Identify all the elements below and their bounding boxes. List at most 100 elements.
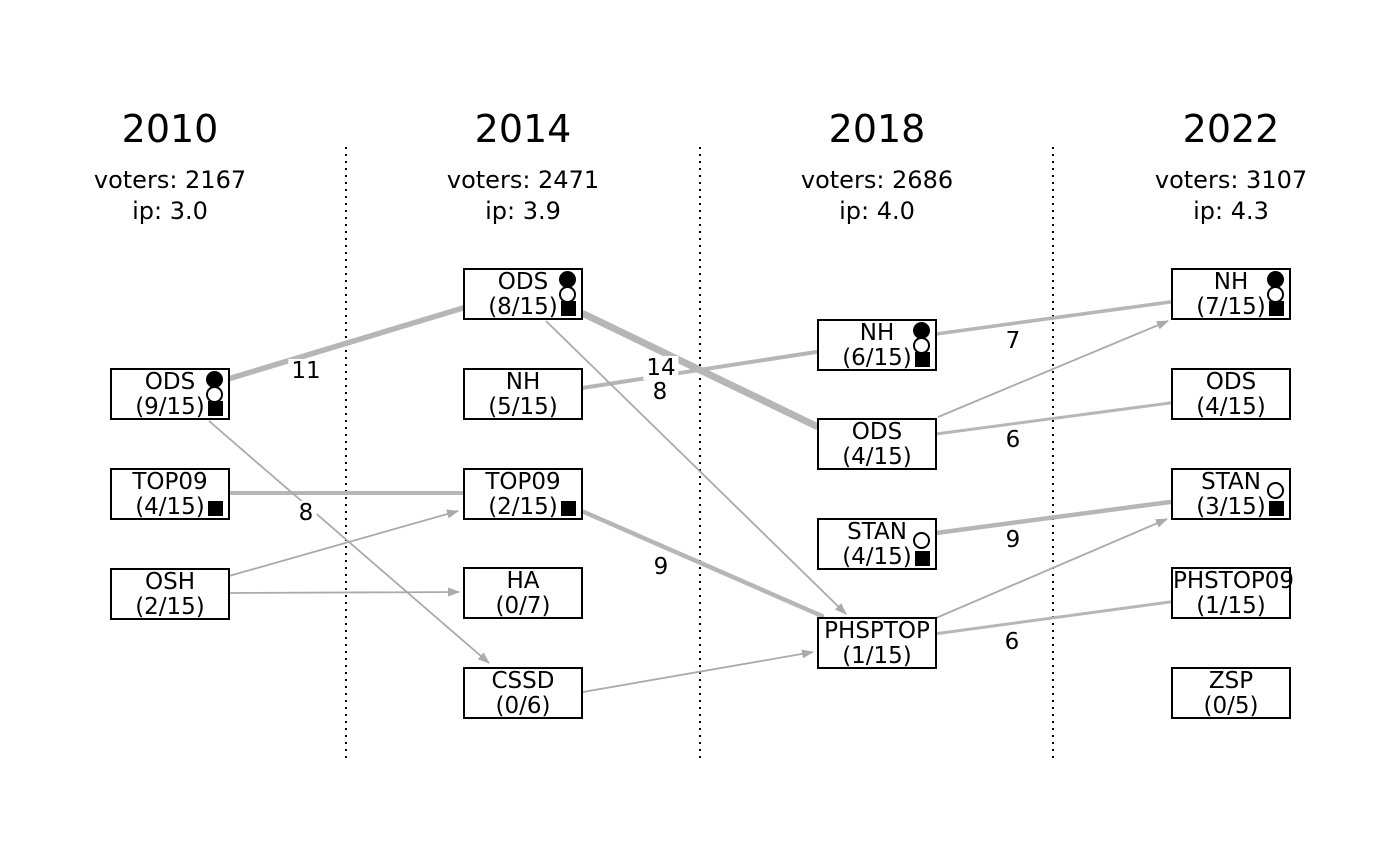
party-node-2010-ods: ODS(9/15) [110, 368, 230, 420]
year-header-2014: 2014 [474, 107, 572, 151]
edge-weight-label: 9 [650, 555, 672, 579]
party-seats: (4/15) [1196, 394, 1266, 420]
voters-label: voters: 2167 [93, 166, 247, 194]
party-name: ODS [1205, 369, 1257, 395]
party-name: NH [1213, 269, 1249, 295]
party-node-2014-ods: ODS(8/15) [463, 268, 583, 320]
party-node-2022-nh: NH(7/15) [1171, 268, 1291, 320]
party-name: TOP09 [485, 469, 561, 495]
edge-weight-label: 8 [649, 380, 671, 404]
edge-weight-label: 7 [1002, 329, 1024, 353]
edge-weight-label: 14 [643, 356, 679, 380]
edge-weight-label: 6 [1001, 630, 1023, 654]
party-node-2018-phsptop: PHSPTOP(1/15) [817, 617, 937, 669]
party-name: STAN [847, 519, 907, 545]
flow-edge-2018-nh-to-2022-nh [934, 300, 1172, 336]
party-seats: (0/6) [495, 693, 551, 719]
edge-weight-label: 9 [1002, 528, 1024, 552]
voters-label: voters: 2686 [800, 166, 954, 194]
party-node-2022-ods: ODS(4/15) [1171, 368, 1291, 420]
ip-label: ip: 4.0 [839, 197, 915, 225]
party-name: HA [506, 568, 540, 594]
party-node-2022-zsp: ZSP(0/5) [1171, 667, 1291, 719]
open-circle-icon [913, 532, 930, 549]
voters-label: voters: 3107 [1154, 166, 1308, 194]
party-node-2018-stan: STAN(4/15) [817, 518, 937, 570]
party-name: STAN [1201, 469, 1261, 495]
edges-group [208, 300, 1173, 693]
party-seats: (1/15) [842, 643, 912, 669]
party-seats: (3/15) [1196, 494, 1266, 520]
flow-edge-2010-ods-to-2014-ods [225, 305, 466, 382]
party-name: TOP09 [132, 469, 208, 495]
party-name: PHSTOP09 [1173, 568, 1295, 594]
year-header-2022: 2022 [1182, 107, 1280, 151]
party-name: ODS [497, 269, 549, 295]
flow-edge-2014-nh-to-2018-nh [580, 350, 818, 390]
party-node-2022-stan: STAN(3/15) [1171, 468, 1291, 520]
party-seats: (8/15) [488, 294, 558, 320]
party-node-2018-nh: NH(6/15) [817, 319, 937, 371]
filled-circle-icon [559, 271, 576, 288]
party-node-2014-ha: HA(0/7) [463, 567, 583, 619]
flow-edge-2014-top09-to-2018-phsptop [581, 509, 825, 619]
party-seats: (9/15) [135, 394, 205, 420]
voters-label: voters: 2471 [446, 166, 600, 194]
filled-square-icon [561, 301, 576, 316]
filled-square-icon [208, 501, 223, 516]
filled-square-icon [1269, 501, 1284, 516]
party-node-2010-top09: TOP09(4/15) [110, 468, 230, 520]
party-node-2014-top09: TOP09(2/15) [463, 468, 583, 520]
party-node-2014-cssd: CSSD(0/6) [463, 667, 583, 719]
edge-weight-label: 11 [288, 359, 324, 383]
party-seats: (0/5) [1203, 693, 1259, 719]
party-name: NH [859, 320, 895, 346]
filled-circle-icon [913, 322, 930, 339]
filled-circle-icon [1267, 271, 1284, 288]
party-name: PHSPTOP [824, 618, 930, 644]
party-seats: (2/15) [135, 594, 205, 620]
flow-edge-2018-phsptop-to-2022-stan [935, 518, 1168, 619]
filled-square-icon [208, 401, 223, 416]
filled-square-icon [915, 352, 930, 367]
flow-edge-2018-stan-to-2022-stan [933, 499, 1173, 536]
filled-square-icon [915, 551, 930, 566]
filled-square-icon [561, 501, 576, 516]
flow-edge-2014-cssd-to-2018-phsptop [582, 649, 814, 693]
flow-edge-2018-ods-to-2022-nh [937, 320, 1169, 418]
ip-label: ip: 3.0 [132, 197, 208, 225]
party-seats: (7/15) [1196, 294, 1266, 320]
party-node-2018-ods: ODS(4/15) [817, 418, 937, 470]
filled-circle-icon [206, 371, 223, 388]
party-seats: (4/15) [135, 494, 205, 520]
ip-label: ip: 4.3 [1193, 197, 1269, 225]
party-name: ODS [851, 419, 903, 445]
ip-label: ip: 3.9 [485, 197, 561, 225]
year-header-2018: 2018 [828, 107, 926, 151]
party-node-2022-phstop09: PHSTOP09(1/15) [1171, 567, 1295, 619]
party-seats: (1/15) [1196, 593, 1266, 619]
edge-weight-label: 8 [295, 501, 317, 525]
flow-edge-2010-osh-to-2014-ha [228, 587, 460, 597]
filled-square-icon [1269, 301, 1284, 316]
party-seats: (0/7) [495, 593, 551, 619]
separators-group [345, 147, 1054, 762]
party-seats: (6/15) [842, 345, 912, 371]
edge-weight-label: 6 [1002, 428, 1024, 452]
year-header-2010: 2010 [121, 107, 219, 151]
party-name: ZSP [1208, 668, 1254, 694]
party-name: CSSD [491, 668, 555, 694]
party-seats: (2/15) [488, 494, 558, 520]
flow-edge-2018-phsptop-to-2022-phstop09 [932, 600, 1172, 636]
party-seats: (5/15) [488, 394, 558, 420]
open-circle-icon [1267, 482, 1284, 499]
party-name: NH [505, 369, 541, 395]
flow-edge-2018-ods-to-2022-ods [934, 401, 1172, 436]
party-node-2010-osh: OSH(2/15) [110, 568, 230, 620]
party-seats: (4/15) [842, 444, 912, 470]
party-name: OSH [145, 569, 195, 595]
flow-edge-2014-ods-to-2018-phsptop [545, 320, 847, 615]
party-node-2014-nh: NH(5/15) [463, 368, 583, 420]
